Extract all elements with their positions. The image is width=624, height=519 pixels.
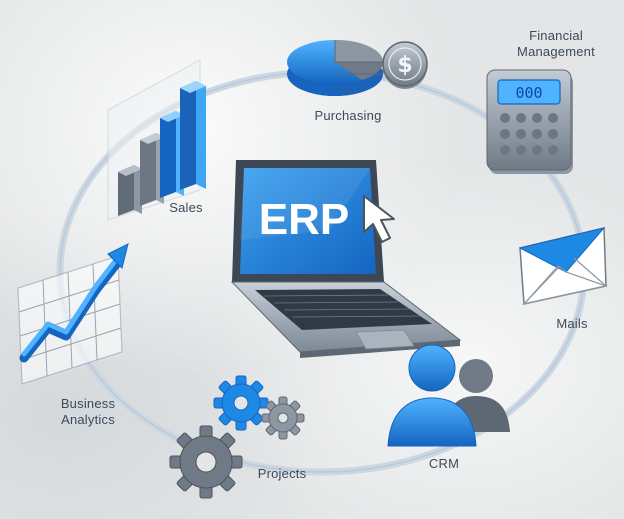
label-analytics-line1: Business xyxy=(60,396,116,411)
laptop-icon xyxy=(230,160,462,358)
svg-text:$: $ xyxy=(397,53,412,78)
small-gray-gear-icon xyxy=(261,396,305,440)
analytics-chart-icon xyxy=(17,243,129,385)
label-purchasing: Purchasing xyxy=(314,108,382,123)
calculator-icon: 000 xyxy=(486,69,573,174)
label-business-analytics: Business Analytics xyxy=(40,396,136,428)
label-mails: Mails xyxy=(556,316,588,331)
label-financial-line1: Financial xyxy=(529,28,583,43)
label-financial-line2: Management xyxy=(517,44,595,59)
bar-chart-icon xyxy=(107,59,206,221)
label-analytics-line2: Analytics xyxy=(61,412,115,427)
people-icon xyxy=(387,344,510,447)
label-projects: Projects xyxy=(257,466,307,481)
pie-chart-icon xyxy=(287,40,384,96)
label-crm: CRM xyxy=(428,456,460,471)
large-gray-gear-icon xyxy=(169,425,243,499)
label-sales: Sales xyxy=(169,200,203,215)
person-blue-icon xyxy=(387,344,477,447)
calculator-display: 000 xyxy=(515,84,542,102)
label-financial-management: Financial Management xyxy=(496,28,616,60)
dollar-coin-icon: $ xyxy=(382,41,428,89)
gears-icon xyxy=(169,375,305,499)
cursor-arrow-icon xyxy=(363,195,395,243)
envelope-icon xyxy=(518,227,609,305)
blue-gear-icon xyxy=(213,375,269,431)
erp-title: ERP xyxy=(259,195,349,244)
